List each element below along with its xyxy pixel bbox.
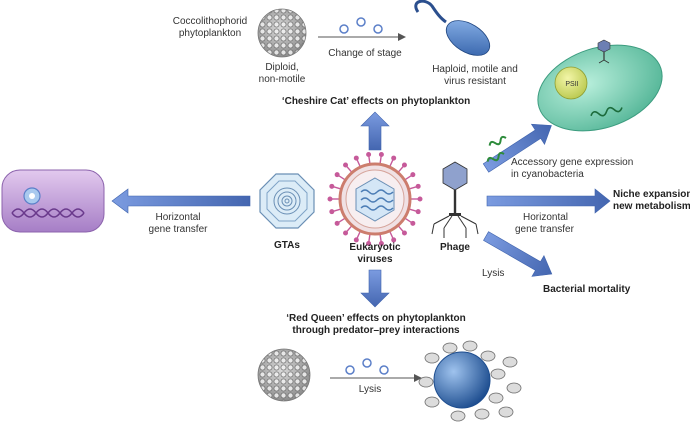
virus-spike-tip [329,183,335,189]
dna-fragment-2 [486,151,505,162]
virus-spike-tip [417,196,423,202]
coccolith-fragment [488,392,504,404]
haploid-label-line2: virus resistant [444,76,506,87]
niche-expansion-line1: Niche expansion, [613,189,690,200]
phage-on-cyanobacterium [597,39,611,64]
diploid-label-line1: Diploid, [265,62,299,73]
eukaryotic-virus [327,151,423,247]
diploid-coccolithophore [257,8,307,58]
change-of-stage-label: Change of stage [328,48,402,59]
coccolith-fragment [418,376,434,388]
phage-label: Phage [439,242,470,253]
coccolith-fragment [450,410,466,422]
coccolith-fragment [474,408,490,420]
horizontal-transfer-right-line2: gene transfer [515,224,574,235]
gtas-label: GTAs [274,240,300,251]
arrow-left-horizontal-transfer [111,188,251,214]
horizontal-transfer-right-label: Horizontal gene transfer [515,212,574,236]
small-virus-particles-bottom [345,358,389,375]
psii-label: PSII [565,81,579,88]
arrow-down-to-red-queen [360,269,390,308]
virus-spike-tip [378,151,384,157]
coccolith-fragment [424,352,440,364]
virus-spike-tip [391,155,397,161]
lysis-right-label: Lysis [482,268,505,279]
lysed-coccolithophore [418,340,522,422]
virus-spike-tip [343,230,349,236]
horizontal-transfer-left-line2: gene transfer [148,224,208,235]
coccolith-fragment [442,342,458,354]
virus-spike-tip [410,172,416,178]
gta-particle [259,173,315,229]
recipient-cell [1,169,105,233]
small-virus-particles-top [339,17,383,34]
lysis-arrow-bottom [330,374,422,382]
coccolith-fragment [490,368,506,380]
virus-spike-tip [353,237,359,243]
virus-spike-tip [334,172,340,178]
coccolithophore-bottom [257,348,311,402]
accessory-gene-label: Accessory gene expression in cyanobacter… [511,157,633,181]
accessory-gene-label-line1: Accessory gene expression [511,157,634,168]
virus-spike-tip [327,196,333,202]
niche-expansion-line2: new metabolisms [613,201,690,212]
niche-expansion-label: Niche expansion, new metabolisms [613,189,690,213]
accessory-gene-label-line2: in cyanobacteria [511,169,584,180]
virus-spike-tip [378,241,384,247]
virus-spike-tip [401,162,407,168]
phage [431,161,479,238]
red-queen-line1: ‘Red Queen’ effects on phytoplankton [286,313,466,324]
coccolithophorid-label-line1: Coccolithophorid [172,16,248,27]
virus-spike-tip [415,183,421,189]
horizontal-transfer-left-label: Horizontal gene transfer [140,212,216,236]
virus-spike-tip [334,220,340,226]
arrow-to-bacterial-mortality [483,231,553,277]
virus-spike-tip [366,241,372,247]
cyanobacterium-cell [537,39,663,132]
coccolith-fragment [462,340,478,352]
cheshire-cat-label: ‘Cheshire Cat’ effects on phytoplankton [281,96,471,107]
coccolithophorid-label-line2: phytoplankton [178,28,242,39]
coccolithophorid-label: Coccolithophorid phytoplankton [160,16,260,40]
red-queen-label: ‘Red Queen’ effects on phytoplankton thr… [258,313,494,337]
red-queen-line2: through predator–prey interactions [292,325,460,336]
horizontal-transfer-right-line1: Horizontal [523,212,569,223]
virus-spike-tip [353,155,359,161]
diploid-label-line2: non-motile [258,74,306,85]
virus-spike-tip [410,220,416,226]
virus-spike-tip [343,162,349,168]
virus-spike-tip [366,151,372,157]
coccolith-fragment [506,382,522,394]
haploid-motile-cell [414,0,491,56]
bacterial-mortality-label: Bacterial mortality [543,284,631,295]
lysis-bottom-label: Lysis [358,384,382,395]
change-of-stage-arrow [318,33,406,41]
eukaryotic-viruses-line2: viruses [357,254,393,265]
arrow-up-to-cheshire [360,111,390,151]
coccolith-fragment [498,406,514,418]
virus-spike-tip [415,209,421,215]
virus-spike-tip [391,237,397,243]
haploid-label: Haploid, motile and virus resistant [420,64,530,88]
virus-spike-tip [401,230,407,236]
eukaryotic-viruses-label: Eukaryotic viruses [340,242,410,266]
haploid-label-line1: Haploid, motile and [432,64,518,75]
coccolith-fragment [502,356,518,368]
coccolith-fragment [424,396,440,408]
arrow-to-cyanobacteria [482,123,552,173]
horizontal-transfer-left-line1: Horizontal [155,212,201,223]
eukaryotic-viruses-line1: Eukaryotic [349,242,401,253]
coccolith-fragment [480,350,496,362]
diploid-label: Diploid, non-motile [240,62,324,86]
virus-spike-tip [329,209,335,215]
dna-fragment [488,135,507,146]
arrow-right-niche-expansion [486,188,611,214]
